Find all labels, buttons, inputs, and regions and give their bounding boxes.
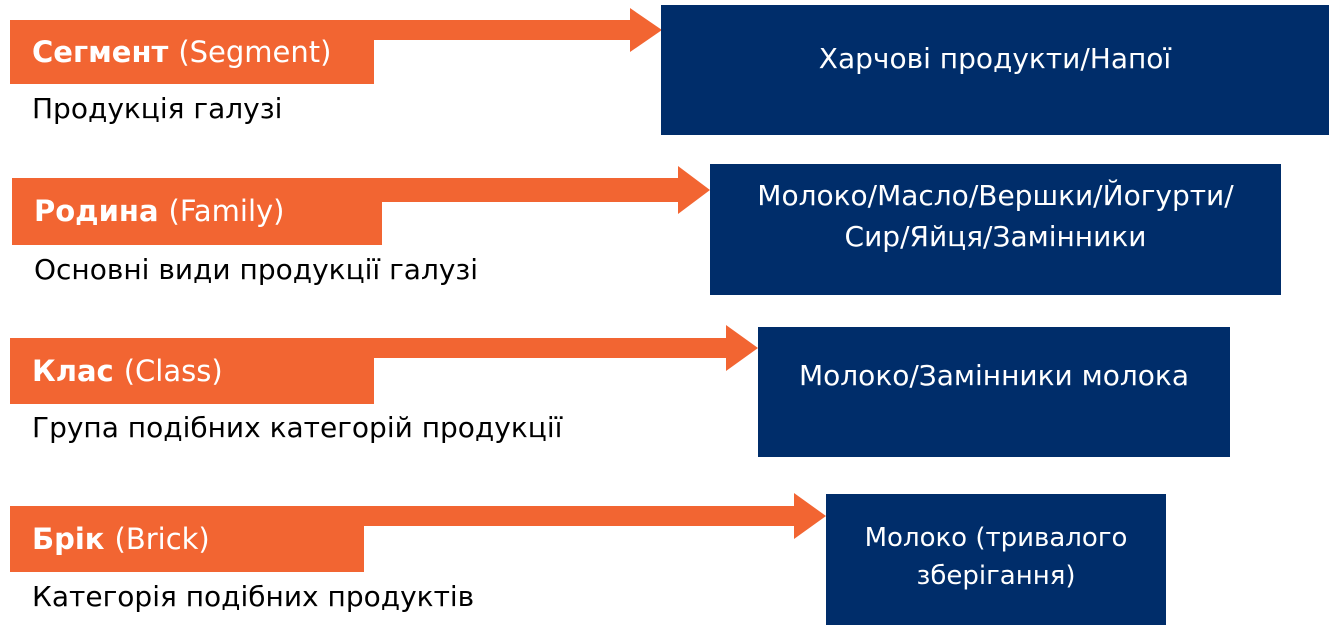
brick-label: Брік (Brick) xyxy=(10,506,364,572)
segment-example-box: Харчові продукти/Напої xyxy=(661,5,1329,135)
segment-english: (Segment) xyxy=(178,34,332,69)
class-label: Клас (Class) xyxy=(10,338,374,404)
class-example: Молоко/Замінники молока xyxy=(799,359,1189,392)
segment-description: Продукція галузі xyxy=(32,92,283,125)
brick-description: Категорія подібних продуктів xyxy=(32,580,475,613)
family-label: Родина (Family) xyxy=(12,178,382,245)
family-term: Родина xyxy=(34,194,159,228)
segment-term: Сегмент xyxy=(32,34,169,69)
arrow-brick xyxy=(10,493,826,539)
class-english: (Class) xyxy=(123,353,223,388)
class-description: Група подібних категорій продукції xyxy=(32,411,563,444)
family-english: (Family) xyxy=(168,194,285,228)
family-example-box: Молоко/Масло/Вершки/Йогурти/ Сир/Яйця/За… xyxy=(710,164,1281,295)
class-term: Клас xyxy=(32,353,114,388)
family-description: Основні види продукції галузі xyxy=(34,253,479,286)
segment-example: Харчові продукти/Напої xyxy=(818,42,1172,75)
segment-label: Сегмент (Segment) xyxy=(10,20,374,84)
brick-english: (Brick) xyxy=(114,521,210,556)
brick-example-box: Молоко (тривалого зберігання) xyxy=(826,494,1166,625)
class-example-box: Молоко/Замінники молока xyxy=(758,327,1230,457)
brick-example: Молоко (тривалого зберігання) xyxy=(864,523,1128,591)
arrow-class xyxy=(10,325,758,371)
family-example: Молоко/Масло/Вершки/Йогурти/ Сир/Яйця/За… xyxy=(757,179,1234,253)
brick-term: Брік xyxy=(32,521,105,556)
